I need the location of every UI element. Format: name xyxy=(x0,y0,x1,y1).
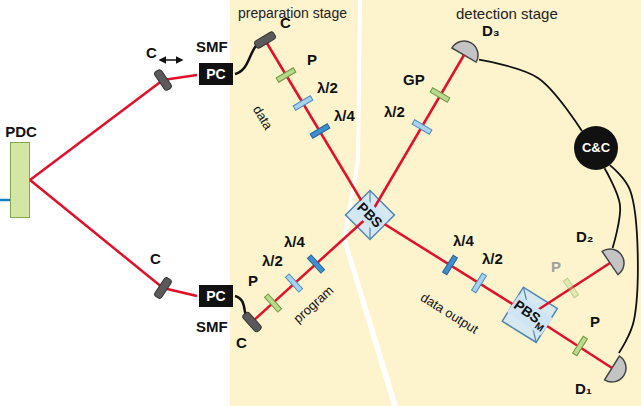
collimator xyxy=(254,31,277,49)
component-label: GP xyxy=(403,71,425,88)
detector: D₁ xyxy=(597,353,627,383)
quarter-wave-plate xyxy=(443,255,458,275)
beam xyxy=(163,75,197,80)
collimator xyxy=(154,277,173,300)
cube-body xyxy=(502,287,557,342)
collimator xyxy=(153,69,172,92)
component-label: P xyxy=(248,272,258,289)
component-label: λ/2 xyxy=(482,250,503,267)
half-wave-plate xyxy=(472,273,487,293)
component-label: C xyxy=(236,334,247,351)
component-label: λ/2 xyxy=(384,103,405,120)
beam xyxy=(370,55,464,215)
detector-label: D₃ xyxy=(482,22,500,39)
splitting-plane xyxy=(502,287,557,342)
polarizer xyxy=(573,336,588,356)
component-label: PDC xyxy=(5,123,37,140)
component-label: P xyxy=(307,51,317,68)
beam-splitter-cube: PBSM xyxy=(502,287,558,343)
polarizer xyxy=(264,294,281,312)
component-label: SMF xyxy=(196,318,228,335)
pdc-crystal: PDC xyxy=(10,142,30,218)
photon-beams xyxy=(30,40,612,368)
component-label: SMF xyxy=(196,38,228,55)
beam-splitter-cube: PBS xyxy=(346,191,394,239)
beam xyxy=(163,288,197,296)
beam-name: program xyxy=(291,283,337,327)
beam xyxy=(530,315,612,368)
beam xyxy=(30,80,163,180)
cube-outline xyxy=(502,287,557,342)
cube-outline xyxy=(346,191,395,240)
half-wave-plate xyxy=(412,120,432,134)
single-mode-fiber xyxy=(235,40,265,74)
detector-dome xyxy=(605,356,627,383)
pump-beam xyxy=(0,199,10,202)
beam-name: data xyxy=(249,103,275,132)
component-label: λ/4 xyxy=(284,233,305,250)
signal-cable xyxy=(605,168,621,248)
component-label: C xyxy=(150,250,161,267)
polarization-controller: PC xyxy=(199,285,232,307)
detector-label: D₂ xyxy=(576,228,594,245)
stage-region: detection stageD₃C&CD₂PBSMD₁ xyxy=(347,0,641,406)
beam xyxy=(30,180,163,288)
cube-body xyxy=(346,191,395,240)
beam xyxy=(370,215,530,315)
component-label: C xyxy=(146,44,157,61)
detector-shape xyxy=(597,353,627,383)
stage-title: preparation stage xyxy=(238,5,347,21)
detector: D₂ xyxy=(595,248,625,278)
collimator xyxy=(242,311,263,333)
half-wave-plate xyxy=(285,274,302,292)
component-label: P xyxy=(590,313,600,330)
optional-polarizer xyxy=(563,278,578,297)
signal-cable xyxy=(610,165,638,353)
single-mode-fiber xyxy=(235,296,252,322)
component-label: λ/2 xyxy=(317,79,338,96)
beam xyxy=(252,215,370,322)
stage-region-shape xyxy=(347,0,641,406)
stage-region-area xyxy=(347,0,641,406)
component-label: P xyxy=(551,258,561,275)
coincidence-counter: C&C xyxy=(574,126,618,170)
quarter-wave-plate xyxy=(307,255,324,273)
stage-title: detection stage xyxy=(456,5,558,22)
quarter-wave-plate xyxy=(310,124,330,139)
translation-arrow xyxy=(160,59,182,61)
polarizer xyxy=(276,68,296,83)
detector: D₃ xyxy=(449,40,479,70)
detector-label: D₁ xyxy=(575,380,592,397)
component-label: λ/4 xyxy=(453,232,474,249)
component-label: PC xyxy=(206,288,225,304)
half-wave-plate xyxy=(293,96,313,111)
beam-name: data output xyxy=(417,290,480,337)
detector-shape xyxy=(595,248,625,278)
beam xyxy=(530,263,610,315)
detector-dome xyxy=(452,40,479,62)
component-label: λ/4 xyxy=(334,107,355,124)
detector-shape xyxy=(449,40,479,70)
signal-cable xyxy=(479,60,582,131)
component-label: C&C xyxy=(582,141,610,156)
detector-dome xyxy=(602,248,625,275)
component-label: PC xyxy=(206,66,225,82)
glan-polarizer xyxy=(430,88,450,102)
splitting-plane xyxy=(346,191,395,240)
beam xyxy=(265,40,370,215)
component-label: λ/2 xyxy=(262,252,283,269)
polarization-controller: PC xyxy=(199,63,232,85)
